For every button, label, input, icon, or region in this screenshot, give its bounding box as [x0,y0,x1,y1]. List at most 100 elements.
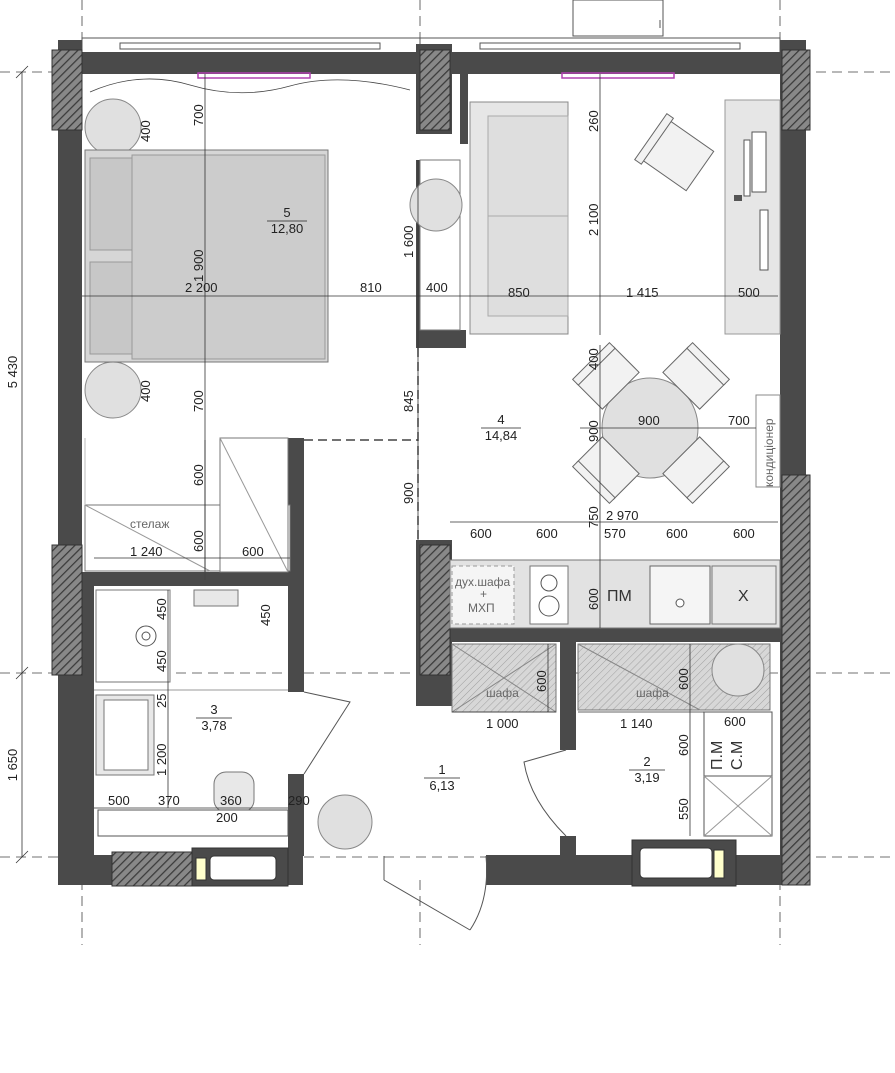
dim-closet-600: 600 [191,464,206,486]
room-4-area: 14,84 [485,428,518,443]
dim-wardrobe-1140: 1 140 [620,716,653,731]
dim-kitchen-2970: 2 970 [606,508,639,523]
hall-wardrobes: шафа шафа П.М С.М [451,643,773,837]
label-wardrobe-left: шафа [486,686,519,700]
dim-wardrobe-600-a: 600 [534,670,549,692]
office-chair [634,113,715,192]
dim-mid-700: 700 [191,390,206,412]
dim-bath-450-a: 450 [154,598,169,620]
dim-bed-1900: 1 900 [191,249,206,282]
dim-table-700: 700 [728,413,750,428]
dim-bed-width: 2 200 [185,280,218,295]
dim-niche-1600: 1 600 [401,225,416,258]
bedside-lamp-top [84,98,142,156]
room-1-area: 6,13 [429,778,454,793]
dim-wall-400: 400 [426,280,448,295]
label-shelf: стелаж [130,517,169,531]
label-dryer: С.М [729,741,746,770]
label-oven-bottom: МХП [468,601,495,615]
dim-desk-500: 500 [738,285,760,300]
dim-bath-200: 200 [216,810,238,825]
dim-top-260: 260 [586,110,601,132]
room-4-num: 4 [497,412,504,427]
label-ac: кондиціонер [762,418,776,487]
dim-overall-height: 5 430 [5,356,20,389]
dim-closet-600-b: 600 [191,530,206,552]
dim-hall-845: 845 [401,390,416,412]
dimension-lines [82,74,778,836]
label-wardrobe-right: шафа [636,686,669,700]
dim-laundry-600-v: 600 [676,734,691,756]
dim-table-400: 400 [586,348,601,370]
dim-sofa-850: 850 [508,285,530,300]
ac-unit [755,394,781,488]
hall-round [317,794,373,850]
dim-bath-450-b: 450 [154,650,169,672]
laundry-door [523,749,567,837]
dim-bath-450-c: 450 [258,604,273,626]
dim-nightstand-400-a: 400 [138,120,153,142]
dim-k-600-2: 600 [536,526,558,541]
oven-cabinet [451,565,515,625]
dim-bath-370: 370 [158,793,180,808]
dim-bath-1200: 1 200 [154,743,169,776]
dim-k-570: 570 [604,526,626,541]
label-dishwasher: ПМ [607,588,632,605]
dim-lower-height: 1 650 [5,749,20,782]
dim-sofa-2100: 2 100 [586,203,601,236]
room-5-num: 5 [283,205,290,220]
dim-wardrobe-1000: 1 000 [486,716,519,731]
entrance-door [383,855,488,931]
bedroom: стелаж [84,98,329,580]
bathroom [94,589,289,837]
dim-shelf-1240: 1 240 [130,544,163,559]
dim-k-600-4: 600 [733,526,755,541]
label-fridge: Х [738,588,749,605]
living-room: кондиціонер [469,99,781,505]
dim-table-900-h: 900 [638,413,660,428]
dim-nightstand-400-b: 400 [138,380,153,402]
dim-k-600-3: 600 [666,526,688,541]
dim-laundry-600-h: 600 [724,714,746,729]
dim-bath-25: 25 [154,694,169,708]
dim-wardrobe-600-b: 600 [676,668,691,690]
niche-round [409,178,463,232]
fridge [711,565,777,625]
radiators [191,839,737,887]
room-3-area: 3,78 [201,718,226,733]
dim-shelf-600: 600 [242,544,264,559]
dim-bath-290: 290 [288,793,310,808]
dim-bath-360: 360 [220,793,242,808]
dim-bath-500: 500 [108,793,130,808]
dim-k-600-1: 600 [470,526,492,541]
dim-aisle: 810 [360,280,382,295]
overall-dimension [15,65,29,864]
dim-desk-1415: 1 415 [626,285,659,300]
room-labels: 5 12,80 4 14,84 3 3,78 1 6,13 2 3,19 [196,205,665,793]
room-3-num: 3 [210,702,217,717]
hatched-walls [51,49,811,887]
dining-chairs [571,341,731,505]
sink [649,565,711,625]
room-2-area: 3,19 [634,770,659,785]
room-5-area: 12,80 [271,221,304,236]
dim-top-700: 700 [191,104,206,126]
dim-gap-750: 750 [586,506,601,528]
label-oven-top: дух.шафа [455,575,511,589]
dimension-labels-vertical: 700 1 900 700 600 600 400 400 1 600 845 … [138,104,691,820]
room-1-num: 1 [438,762,445,777]
label-washer: П.М [709,741,726,770]
dim-k-depth-600: 600 [586,588,601,610]
kitchen: дух.шафа + МХП ПМ Х [449,559,781,629]
dim-table-900-v: 900 [586,420,601,442]
bath-door [303,691,351,775]
label-oven-plus: + [480,587,487,601]
bedside-lamp-bottom [84,361,142,419]
dim-hall-900: 900 [401,482,416,504]
dimension-labels: 2 200 810 400 850 1 415 500 900 700 2 97… [108,280,760,825]
dim-laundry-550: 550 [676,798,691,820]
window-handles [197,72,675,79]
room-2-num: 2 [643,754,650,769]
laundry-unit [703,711,773,837]
